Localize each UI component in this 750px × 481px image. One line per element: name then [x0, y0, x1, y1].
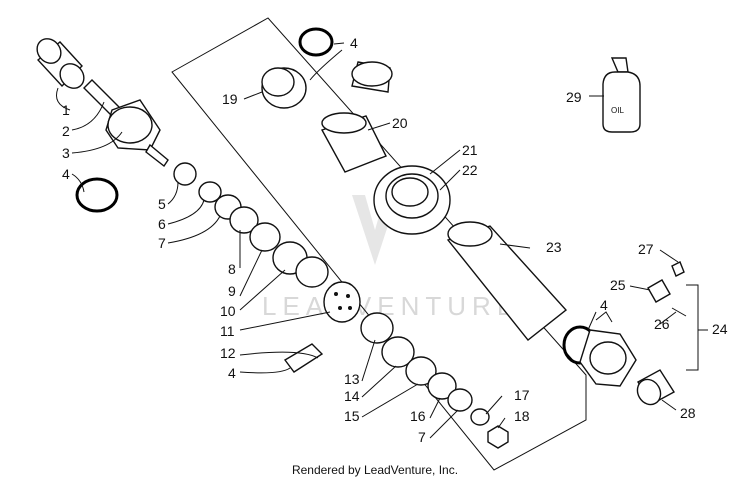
- part-23-reservoir-body: [446, 221, 568, 341]
- part-25-valve-body: [647, 279, 671, 303]
- part-4-seal-top: [351, 61, 393, 93]
- part-4-o-ring-left: [75, 177, 119, 213]
- part-8-washer: [229, 206, 259, 234]
- part-16-washer: [427, 372, 457, 400]
- callout-7-a: 7: [158, 235, 166, 251]
- callout-16: 16: [410, 408, 426, 424]
- callout-23: 23: [546, 239, 562, 255]
- part-10b-washer: [295, 256, 329, 288]
- oil-label: OIL: [611, 106, 624, 115]
- part-24-bracket: [686, 284, 699, 371]
- callout-5: 5: [158, 196, 166, 212]
- part-14-washer: [381, 336, 415, 368]
- callout-27: 27: [638, 241, 654, 257]
- part-6-washer: [198, 181, 222, 203]
- part-9-washer: [249, 222, 281, 252]
- callout-12: 12: [220, 345, 236, 361]
- part-7-washer-lower: [447, 388, 473, 412]
- internals-boundary: [171, 17, 587, 471]
- callout-4-b: 4: [228, 365, 236, 381]
- leader-lines: [56, 42, 679, 439]
- part-27-screw: [671, 261, 685, 277]
- part-19-seal-head: [261, 67, 307, 109]
- callout-25: 25: [610, 277, 626, 293]
- part-1-bushing: [36, 38, 85, 89]
- callout-15: 15: [344, 408, 360, 424]
- part-17-washer: [470, 408, 490, 426]
- callout-17: 17: [514, 387, 530, 403]
- part-13-washer: [360, 312, 394, 344]
- callout-3: 3: [62, 145, 70, 161]
- part-3-body-cap: [105, 99, 169, 168]
- callout-19: 19: [222, 91, 238, 107]
- washer-stack-upper: [173, 162, 329, 288]
- callout-8: 8: [228, 261, 236, 277]
- callouts: 1 2 3 4 5 6 7 8 9 10 11 12 4 13 14 15 16…: [62, 35, 728, 445]
- callout-9: 9: [228, 283, 236, 299]
- part-15-washer: [405, 356, 437, 386]
- part-5-washer: [173, 162, 197, 186]
- callout-4-c: 4: [350, 35, 358, 51]
- part-4-o-ring-top: [298, 27, 334, 57]
- callout-29: 29: [566, 89, 582, 105]
- part-28-bushing: [636, 369, 675, 406]
- callout-24: 24: [712, 321, 728, 337]
- callout-1: 1: [62, 102, 70, 118]
- part-29-oil-bottle: OIL: [602, 57, 641, 133]
- callout-14: 14: [344, 388, 360, 404]
- credit-text: Rendered by LeadVenture, Inc.: [291, 463, 459, 477]
- part-18-nut: [487, 425, 509, 449]
- part-4-piston-ring: [283, 343, 324, 373]
- callout-20: 20: [392, 115, 408, 131]
- part-20-sleeve: [320, 112, 387, 173]
- callout-28: 28: [680, 405, 696, 421]
- watermark-text: LEADVENTURE: [262, 291, 520, 321]
- callout-4-a: 4: [62, 166, 70, 182]
- callout-2: 2: [62, 123, 70, 139]
- part-11-piston: [323, 281, 361, 323]
- part-26-clip: [671, 307, 687, 317]
- callout-10: 10: [220, 303, 236, 319]
- washer-stack-lower: [360, 312, 509, 449]
- callout-26: 26: [654, 316, 670, 332]
- callout-21: 21: [462, 142, 478, 158]
- callout-22: 22: [462, 162, 478, 178]
- callout-11: 11: [220, 323, 235, 339]
- part-21-22-spring-adjuster: [373, 165, 451, 235]
- callout-6: 6: [158, 216, 166, 232]
- part-24-bottom-eye-assembly: [579, 311, 637, 387]
- callout-13: 13: [344, 371, 360, 387]
- callout-18: 18: [514, 408, 530, 424]
- callout-7-b: 7: [418, 429, 426, 445]
- callout-4-d: 4: [600, 297, 608, 313]
